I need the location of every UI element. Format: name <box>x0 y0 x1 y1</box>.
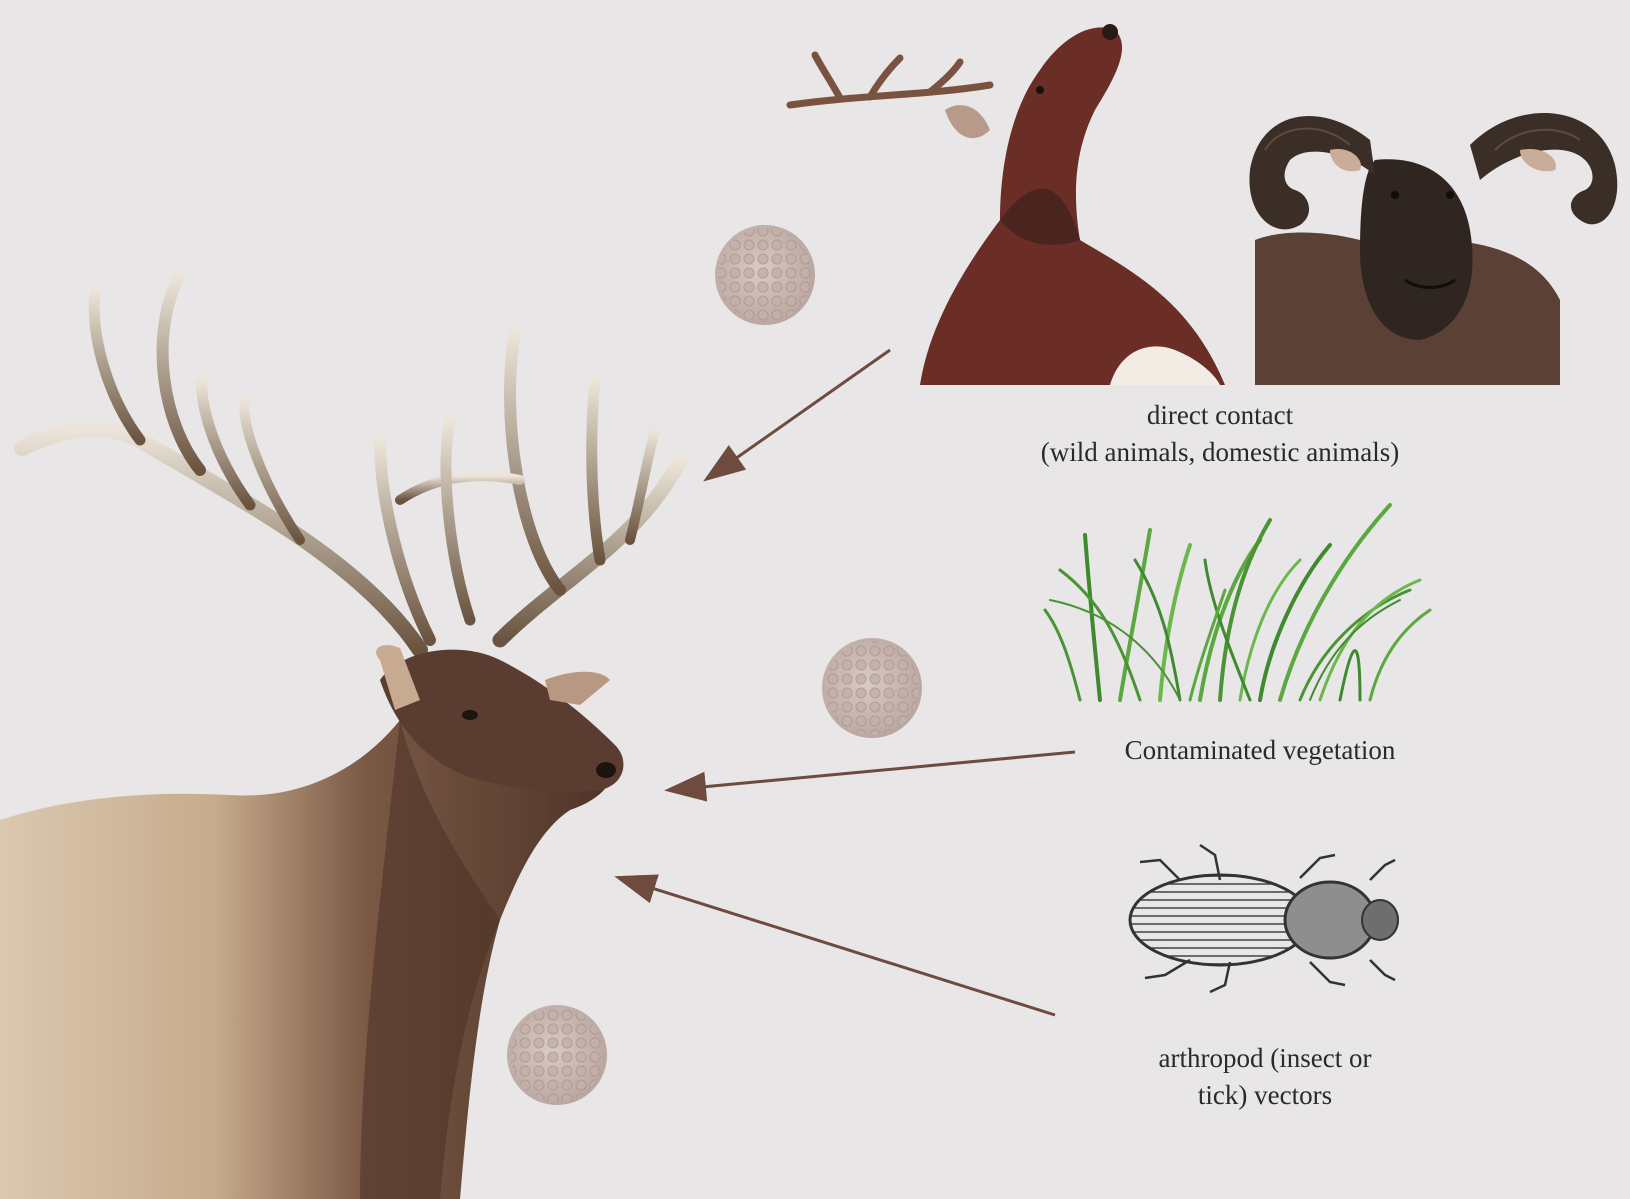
label-contaminated-vegetation: Contaminated vegetation <box>1080 732 1440 769</box>
arrow-vegetation <box>670 752 1075 790</box>
grass-illustration <box>1045 505 1430 700</box>
label-arthropod-line2: tick) vectors <box>1120 1077 1410 1114</box>
label-arthropod-vectors: arthropod (insect or tick) vectors <box>1120 1040 1410 1114</box>
deer-illustration <box>790 24 1225 385</box>
ram-illustration <box>1249 113 1617 385</box>
elk-antlers <box>22 275 680 650</box>
label-arthropod-line1: arthropod (insect or <box>1120 1040 1410 1077</box>
beetle-illustration <box>1130 845 1398 992</box>
arrow-direct-contact <box>708 350 890 478</box>
label-direct-contact: direct contact (wild animals, domestic a… <box>990 397 1450 471</box>
label-direct-contact-line2: (wild animals, domestic animals) <box>990 434 1450 471</box>
virus-particle-icon <box>507 1005 607 1105</box>
arrow-arthropod <box>620 878 1055 1015</box>
virus-particle-icon <box>822 638 922 738</box>
virus-particle-icon <box>715 225 815 325</box>
label-direct-contact-line1: direct contact <box>990 397 1450 434</box>
